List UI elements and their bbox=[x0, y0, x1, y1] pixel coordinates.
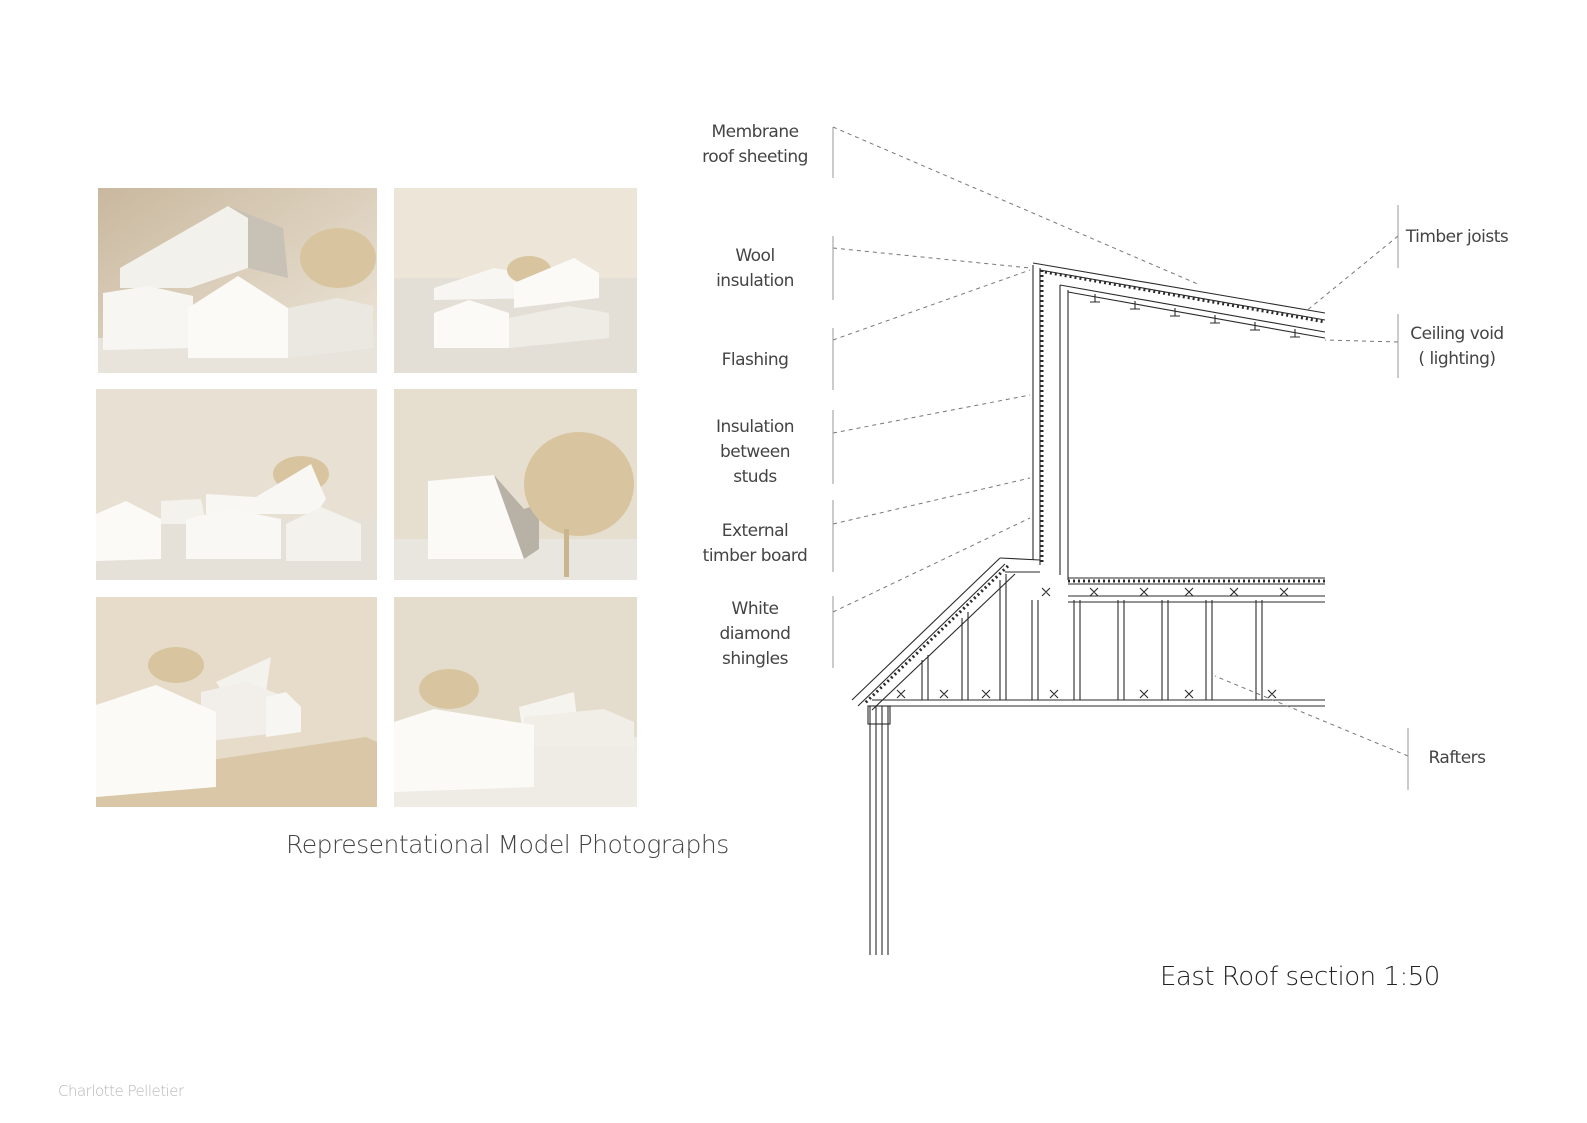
model-photo-5 bbox=[96, 597, 377, 807]
author-signature: Charlotte Pelletier bbox=[58, 1082, 184, 1100]
label-flashing: Flashing bbox=[721, 350, 789, 370]
model-photo-6 bbox=[394, 597, 637, 807]
model-photo-3 bbox=[96, 389, 377, 580]
section-title: East Roof section 1:50 bbox=[1160, 962, 1440, 992]
model-photo-2 bbox=[394, 188, 637, 373]
label-rafters: Rafters bbox=[1428, 748, 1486, 768]
model-photo-4 bbox=[394, 389, 637, 580]
photos-caption: Representational Model Photographs bbox=[286, 830, 729, 859]
label-ceiling-void: Ceiling void( lighting) bbox=[1410, 324, 1504, 369]
label-timber-joists: Timber joists bbox=[1405, 227, 1509, 247]
model-photo-1 bbox=[98, 188, 377, 373]
